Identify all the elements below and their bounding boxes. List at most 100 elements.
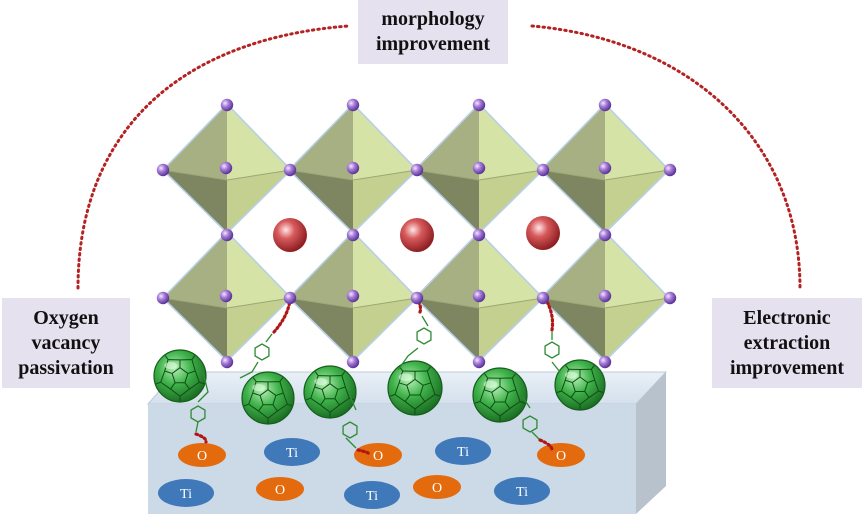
octa-edge — [352, 297, 418, 309]
octa-edge — [288, 297, 354, 309]
octa-face — [227, 104, 291, 180]
anion-sphere — [536, 291, 550, 305]
cation-sphere — [273, 218, 307, 252]
linker-chain — [197, 371, 209, 403]
o-atom-label: O — [197, 449, 207, 464]
cage-bond — [588, 390, 599, 398]
cage-bond — [419, 394, 426, 402]
octa-face — [479, 232, 543, 308]
cage-bond — [282, 392, 288, 405]
ti-atom: Ti — [344, 481, 400, 509]
perovskite-octahedra — [161, 102, 671, 363]
anion-sphere — [663, 163, 677, 177]
octahedron — [287, 102, 419, 235]
octahedron — [539, 102, 671, 235]
cage-bond — [310, 386, 316, 399]
cage-bond — [252, 377, 257, 382]
cage-bond — [499, 408, 511, 417]
cage-bond — [191, 355, 196, 360]
linker-chain — [521, 395, 531, 409]
cage-bond — [305, 397, 311, 401]
linker-chain — [195, 421, 199, 433]
cage-bond — [339, 397, 350, 406]
linker-chain — [531, 431, 541, 441]
oxygen-label-line3: passivation — [18, 356, 114, 379]
cage-bond — [310, 397, 321, 406]
octa-face — [541, 104, 605, 180]
octa-face — [289, 232, 353, 308]
anion-sphere — [283, 163, 297, 177]
anion-sphere — [472, 161, 486, 175]
octahedron — [287, 230, 419, 363]
cage-bond — [483, 389, 492, 393]
cage-bond — [272, 404, 278, 412]
anion-sphere — [219, 289, 233, 303]
cage-bond — [252, 392, 261, 396]
atom-ellipse — [264, 438, 320, 466]
cage-ring — [321, 383, 339, 400]
anion-sphere — [220, 228, 234, 242]
cage-bond — [591, 365, 595, 370]
cage-bond — [590, 369, 596, 381]
atom-ellipse — [344, 481, 400, 509]
cage-bond — [258, 404, 264, 412]
cage-bond — [160, 370, 166, 383]
cage-bond — [164, 370, 173, 374]
electronic-label-line2: extraction — [743, 331, 831, 354]
cage-bond — [164, 355, 169, 360]
cage-bond — [279, 381, 284, 394]
cage-bond — [565, 379, 573, 384]
fullerene-ball — [387, 360, 443, 416]
cage-bond — [565, 365, 569, 370]
cage-bond — [598, 390, 604, 393]
anion-sphere — [598, 228, 612, 242]
anion-sphere — [598, 355, 612, 369]
cage-bond — [561, 390, 572, 398]
ti-atom-label: Ti — [516, 485, 528, 500]
octa-face — [163, 104, 227, 180]
octa-edge — [352, 169, 418, 181]
fullerene-sphere — [153, 349, 207, 403]
octahedron — [413, 102, 545, 235]
cage-bond — [398, 382, 407, 386]
octa-edge — [288, 169, 354, 181]
fullerene-sphere — [241, 371, 295, 425]
oxygen-label-line2: vacancy — [31, 331, 101, 354]
morphology-label-line2: improvement — [375, 33, 491, 55]
cage-bond — [423, 382, 432, 386]
cage-bond — [515, 389, 521, 402]
o-atom-label: O — [432, 481, 442, 496]
anion-sphere — [598, 161, 612, 175]
linker-chain — [421, 315, 429, 327]
anion-sphere — [410, 291, 424, 305]
ball-highlight — [483, 380, 498, 388]
anion-sphere — [220, 355, 234, 369]
cage-bond — [560, 380, 566, 392]
cage-bond — [184, 382, 190, 390]
fullerene-molecules — [153, 294, 606, 457]
cage-bond — [584, 391, 590, 398]
cage-bond — [191, 359, 196, 372]
cage-ring — [491, 385, 509, 403]
octahedron — [161, 102, 293, 235]
cage-bond — [170, 388, 181, 397]
octa-face — [353, 104, 417, 180]
fullerene-ball — [303, 365, 357, 419]
cage-bond — [424, 394, 436, 402]
cage-bond — [579, 397, 590, 405]
anion-sphere — [346, 228, 360, 242]
cage-bond — [594, 380, 600, 392]
oxygen-label-line1: Oxygen — [33, 306, 99, 329]
cage-bond — [504, 401, 511, 409]
cage-bond — [320, 398, 326, 406]
cage-bond — [341, 371, 346, 376]
cage-bond — [394, 394, 406, 402]
cage-bond — [511, 373, 516, 379]
atom-ellipse — [537, 443, 585, 467]
o-atom-label: O — [275, 483, 285, 498]
fullerene-ball — [472, 367, 528, 423]
morphology-label-line1: morphology — [381, 8, 485, 30]
phenyl-ring — [416, 327, 432, 345]
fullerene-ball — [554, 359, 606, 411]
